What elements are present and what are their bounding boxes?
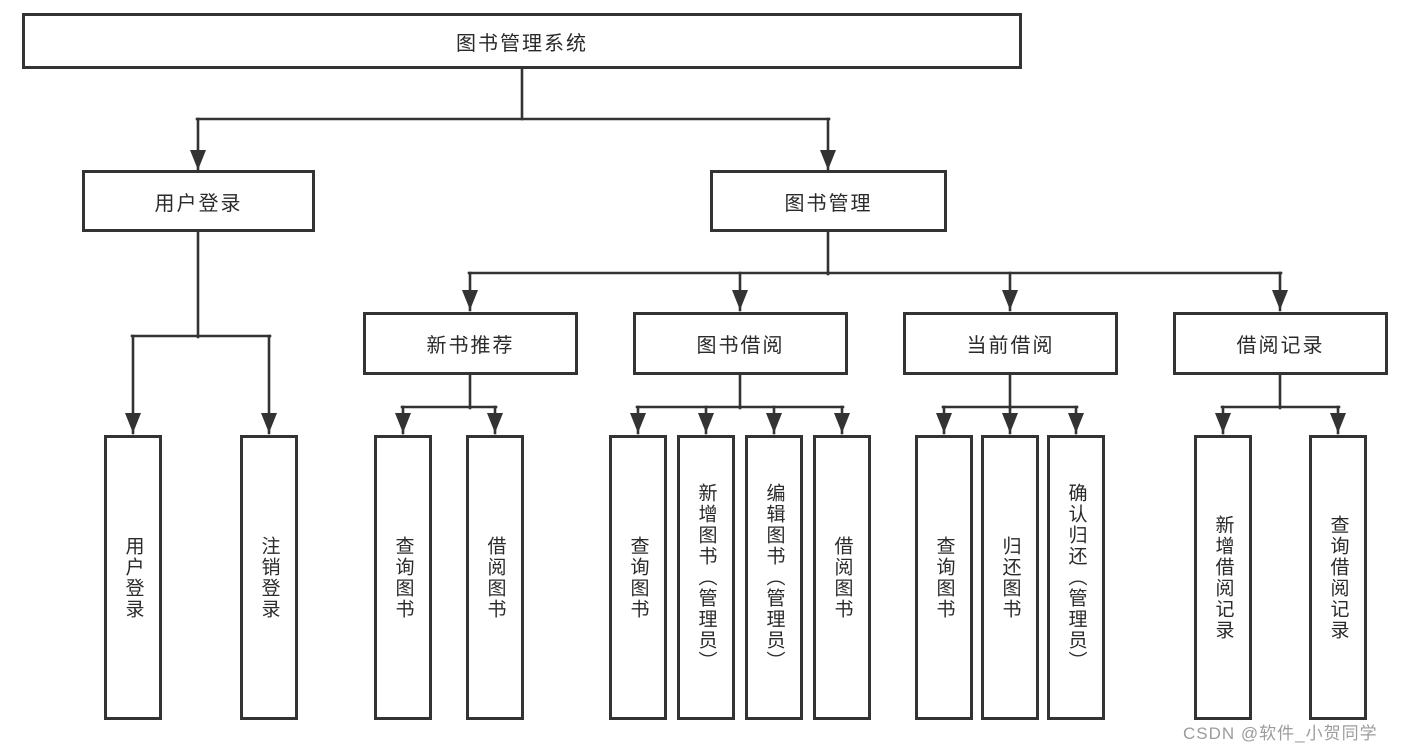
node-label: 借阅记录 [1236, 335, 1325, 357]
node-leaf-add-borrow-record: 新增借阅记录 [1194, 435, 1252, 720]
node-leaf-user-login: 用户登录 [104, 435, 162, 720]
node-label: 图书管理 [784, 192, 873, 215]
node-leaf-query-books-current: 查询图书 [915, 435, 973, 720]
node-label: 归还图书 [999, 535, 1021, 620]
node-leaf-add-book-admin: 新增图书（管理员） [677, 435, 735, 720]
node-label: 查询图书 [933, 535, 955, 620]
node-label: 图书管理系统 [456, 32, 588, 55]
node-leaf-confirm-return-admin: 确认归还（管理员） [1047, 435, 1105, 720]
csdn-watermark: CSDN @软件_小贺同学 [1183, 724, 1378, 743]
node-leaf-return-book: 归还图书 [981, 435, 1039, 720]
connectors [125, 67, 1346, 435]
node-label: 图书借阅 [696, 335, 785, 357]
node-label: 新书推荐 [426, 335, 515, 357]
node-user-login: 用户登录 [82, 170, 315, 232]
node-label: 新增图书（管理员） [695, 483, 717, 672]
node-leaf-query-books-borrow: 查询图书 [609, 435, 667, 720]
node-label: 查询图书 [392, 535, 414, 620]
node-book-borrowing: 图书借阅 [633, 312, 848, 375]
node-label: 当前借阅 [966, 335, 1055, 357]
node-label: 用户登录 [122, 535, 144, 620]
node-label: 编辑图书（管理员） [763, 483, 785, 672]
node-label: 借阅图书 [831, 535, 853, 620]
node-leaf-query-borrow-record: 查询借阅记录 [1309, 435, 1367, 720]
node-label: 用户登录 [154, 192, 243, 215]
node-current-borrowing: 当前借阅 [903, 312, 1118, 375]
node-borrowing-records: 借阅记录 [1173, 312, 1388, 375]
node-library-management-system: 图书管理系统 [22, 13, 1022, 69]
node-leaf-query-books-recommend: 查询图书 [374, 435, 432, 720]
node-label: 借阅图书 [484, 535, 506, 620]
node-label: 确认归还（管理员） [1065, 483, 1087, 672]
node-book-management: 图书管理 [710, 170, 947, 232]
node-leaf-borrow-books-recommend: 借阅图书 [466, 435, 524, 720]
node-label: 注销登录 [258, 535, 280, 620]
node-leaf-borrow-books: 借阅图书 [813, 435, 871, 720]
node-leaf-logout: 注销登录 [240, 435, 298, 720]
node-leaf-edit-book-admin: 编辑图书（管理员） [745, 435, 803, 720]
node-new-book-recommendation: 新书推荐 [363, 312, 578, 375]
node-label: 新增借阅记录 [1212, 514, 1234, 641]
node-label: 查询借阅记录 [1327, 514, 1349, 641]
node-label: 查询图书 [627, 535, 649, 620]
